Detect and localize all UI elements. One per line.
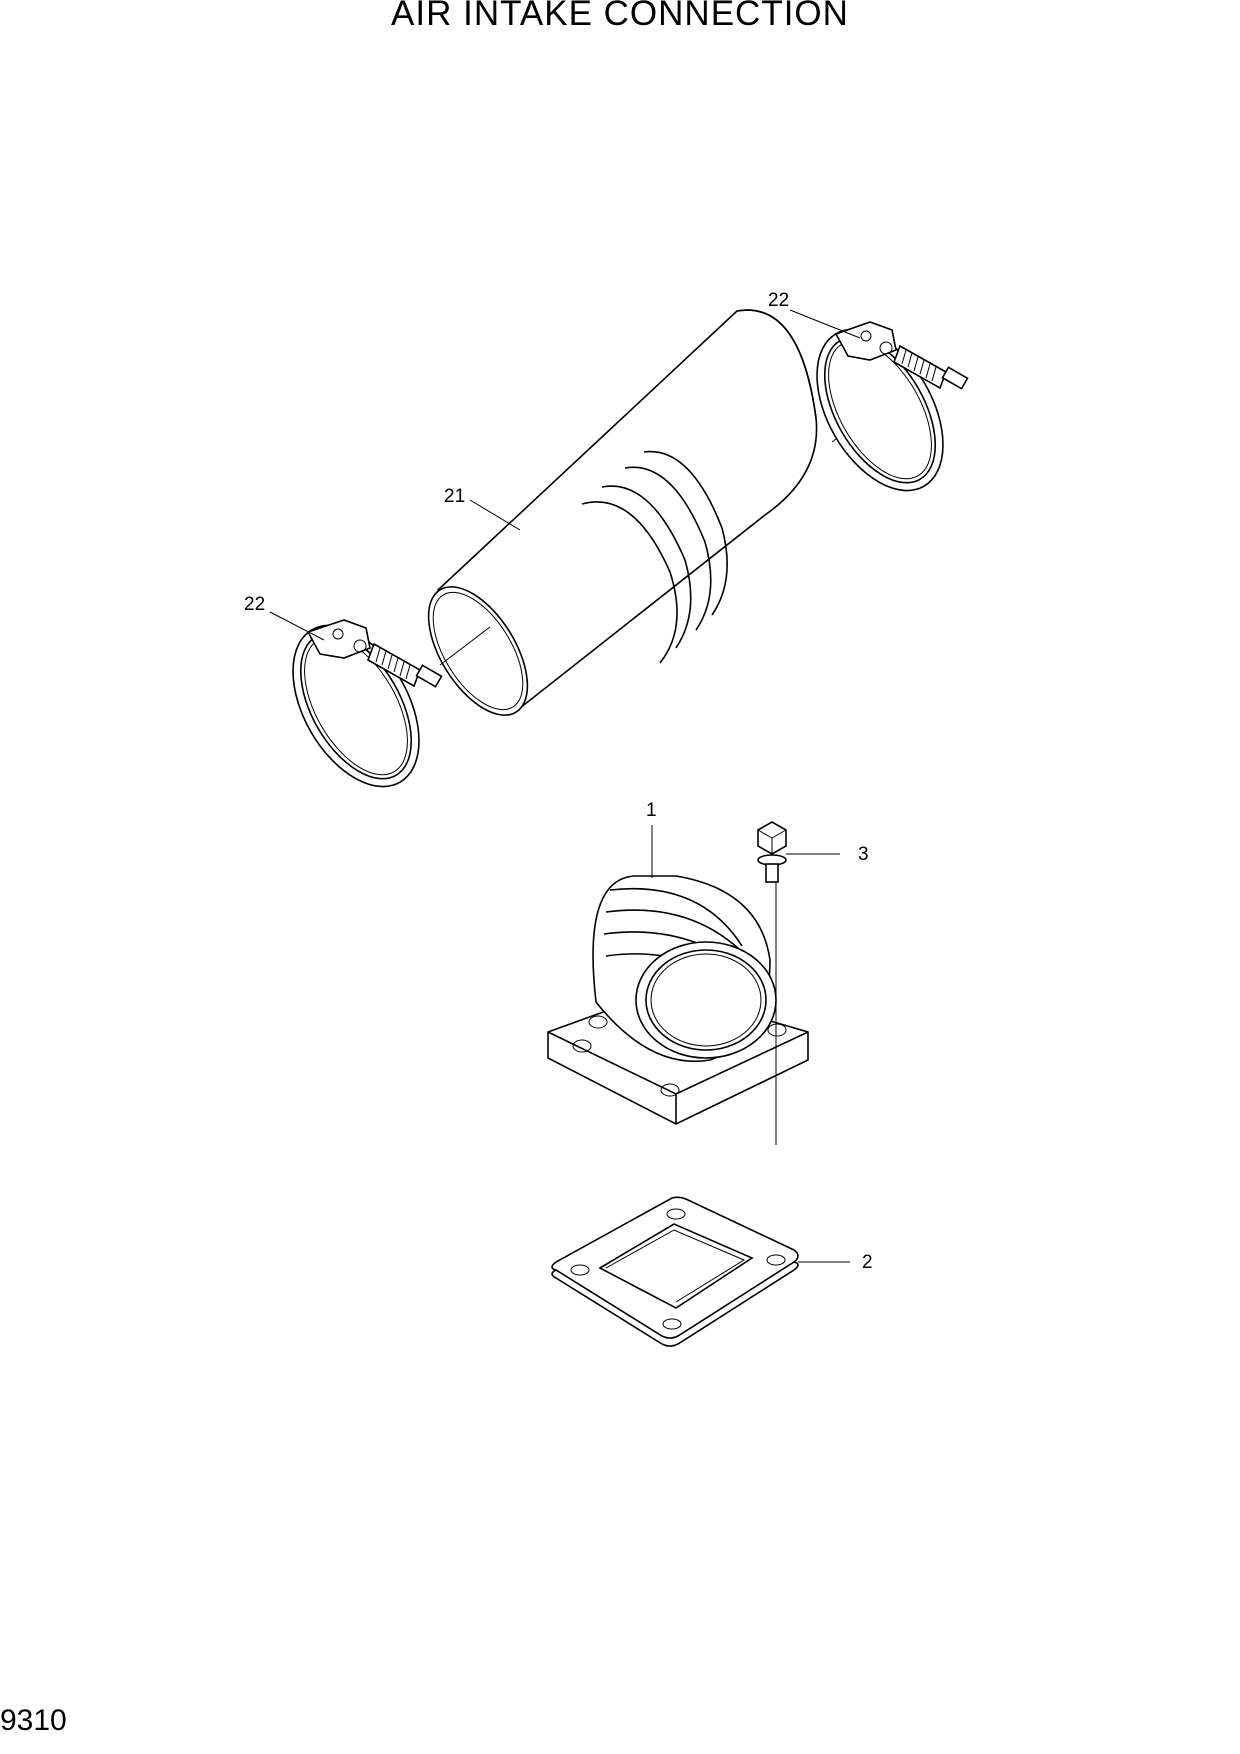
callout-21: 21: [444, 486, 465, 507]
callout-3: 3: [858, 844, 869, 865]
hose-clamp-lower: [292, 619, 443, 788]
hose-clamp-upper: [816, 321, 969, 492]
intake-elbow-part-1: [547, 875, 809, 1125]
callout-2: 2: [862, 1252, 873, 1273]
callout-1: 1: [646, 800, 657, 821]
bolt-part-3: [757, 821, 840, 1145]
leader-line-22-upper: [789, 309, 861, 339]
page-number: 9310: [0, 1704, 67, 1737]
leader-line-21: [469, 499, 521, 531]
gasket-part-2: [551, 1196, 850, 1347]
leader-line-22-lower: [269, 611, 325, 641]
page-title: AIR INTAKE CONNECTION: [391, 0, 849, 33]
callout-22-lower: 22: [244, 594, 265, 615]
hose-part-21: [427, 309, 883, 716]
callout-22-upper: 22: [768, 290, 789, 311]
